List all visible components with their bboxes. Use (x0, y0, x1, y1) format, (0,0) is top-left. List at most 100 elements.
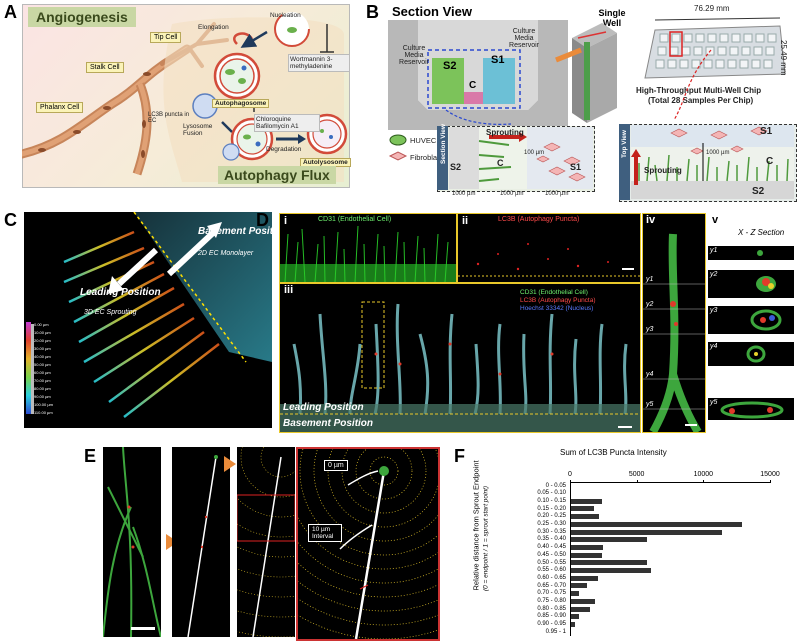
depth-tick-5: 50.00 µm (34, 362, 51, 367)
nucleation-label: Nucleation (270, 12, 301, 19)
depth-tick-9: 90.00 µm (34, 394, 51, 399)
chart-ylabel-sub: (0 = endpoint / 1 = sprout start point) (482, 485, 490, 592)
chloroquine-label: Chloroquine Bafilomycin A1 (254, 114, 320, 132)
xz-slice-y5 (708, 398, 794, 420)
sprouting-section-label: Sprouting (486, 128, 524, 137)
um1000-d-label: 1000 µm (706, 150, 730, 156)
chart-bar (571, 575, 598, 581)
chart-y-tick-label: 0.45 - 0.50 (537, 551, 566, 558)
s1-detail-label: S1 (570, 162, 582, 172)
chart-y-tick-label: 0.80 - 0.85 (537, 605, 566, 612)
legend-hoechst: Hoechst 33342 (Nucleus) (520, 305, 594, 312)
panel-e-zoom (296, 447, 440, 641)
leading-position-d-label: Leading Position (283, 402, 364, 413)
chart-bar (571, 606, 590, 612)
panel-c-label: C (4, 210, 17, 230)
chart-y-tick-label: 0.20 - 0.25 (537, 513, 566, 520)
chart-bar (571, 521, 742, 527)
sprouting-3d-render (28, 212, 272, 418)
panel-d-i-label: i (284, 215, 288, 227)
um100-label: 100 µm (524, 150, 545, 156)
y4-label-v: y4 (710, 343, 718, 350)
panel-c-image (24, 212, 272, 428)
basement-position-sub: 2D EC Monolayer (198, 250, 254, 257)
panel-d-iv-image (642, 213, 706, 433)
panel-f-label: F (454, 446, 465, 466)
s2-label: S2 (443, 60, 457, 72)
chart-ylabel: Relative distance from Sprout Endpoint (471, 460, 481, 591)
panel-e-image-3 (237, 447, 295, 637)
panel-e-image-2 (172, 447, 230, 637)
chart-y-tick-label: 0.05 - 0.10 (537, 490, 566, 497)
chart-y-tick-label: 0.75 - 0.80 (537, 598, 566, 604)
depth-tick-3: 30.00 µm (34, 346, 51, 351)
cd31-title: CD31 (Endothelial Cell) (318, 216, 392, 223)
panel-d-ii-image (457, 213, 641, 283)
depth-tick-4: 40.00 µm (34, 354, 51, 359)
um1000-c-label: 1000 µm (545, 191, 569, 197)
depth-tick-10: 100.00 µm (34, 402, 53, 407)
sprouting-top-label: Sprouting (644, 166, 682, 175)
chart-bar (571, 568, 651, 573)
y4-label-iv: y4 (646, 371, 654, 378)
panel-d-iv-label: iv (646, 214, 656, 226)
chart-y-tick-label: 0.35 - 0.40 (537, 536, 566, 543)
chart-bar (571, 514, 599, 520)
chart-bar (571, 614, 579, 620)
depth-tick-0: 0.00 µm (34, 322, 49, 327)
stalk-cell-label: Stalk Cell (86, 62, 124, 73)
autophagosome-label: Autophagosome (212, 99, 270, 108)
arrow-e-2-icon (224, 456, 236, 472)
huvec-label: HUVEC (410, 136, 437, 145)
chart-y-tick-label: 0.50 - 0.55 (537, 559, 566, 566)
chart-y-tick-label: 0.25 - 0.30 (537, 521, 566, 527)
fibroblast-label: Fibroblast (410, 153, 443, 162)
depth-tick-11: 110.00 µm (34, 410, 53, 415)
xz-slice-y2 (708, 270, 794, 298)
panel-b-arrows (445, 47, 712, 125)
chart-bar (571, 552, 602, 558)
depth-tick-1: 10.00 µm (34, 330, 51, 335)
s2-top-label: S2 (752, 186, 765, 197)
chart-x-tick (703, 480, 705, 483)
single-well-illustration (572, 23, 617, 123)
lysosome-fusion-label: Lysosome Fusion (183, 123, 213, 137)
chart-y-tick-label: 0.30 - 0.35 (537, 528, 566, 535)
section-detail-illustration (449, 127, 593, 189)
chart-y-tick-label: 0.60 - 0.65 (537, 574, 566, 581)
chart-bar (571, 621, 575, 627)
chart-y-tick-label: 0.65 - 0.70 (537, 582, 566, 589)
c-label: C (469, 80, 477, 91)
panel-d-label: D (256, 210, 269, 230)
tip-cell-label: Tip Cell (150, 32, 182, 43)
section-view-side-bar (437, 126, 448, 190)
y2-label-v: y2 (710, 271, 718, 278)
y3-label-v: y3 (710, 307, 718, 314)
chart-y-tick-label: 0.40 - 0.45 (537, 544, 566, 551)
top-view-side-bar (619, 124, 630, 200)
single-well-label: Single Well (598, 8, 626, 28)
chart-y-tick-label: 0.70 - 0.75 (537, 590, 566, 597)
s2-detail-label: S2 (450, 162, 462, 172)
chart-bar (571, 537, 647, 543)
chart-bar (571, 591, 579, 597)
um1000-b-label: 1000 µm (500, 191, 524, 197)
y1-label-v: y1 (710, 247, 718, 254)
chart-x-tick (770, 480, 771, 483)
autophagy-flux-title: Autophagy Flux (218, 166, 336, 184)
culture-media-right-label: Culture Media Reservoir (509, 28, 539, 49)
panel-d-iii-label: iii (284, 284, 294, 296)
chart-y-tick-label: 0 - 0.05 (545, 482, 566, 489)
multi-well-chip-illustration (644, 17, 786, 79)
chart-y-tick-label: 0.95 - 1 (545, 628, 566, 635)
chart-y-tick-label: 0.55 - 0.60 (537, 567, 566, 574)
top-view-illustration (631, 125, 794, 199)
xz-slice-y1 (708, 246, 794, 260)
panel-e-image-1 (103, 447, 161, 637)
chart-y-tick-label: 0.90 - 0.95 (537, 621, 566, 628)
chart-x-axis (570, 482, 770, 483)
section-view-illustration (388, 20, 568, 130)
chart-y-tick-label: 0.85 - 0.90 (537, 613, 566, 620)
chart-bar (571, 544, 603, 550)
